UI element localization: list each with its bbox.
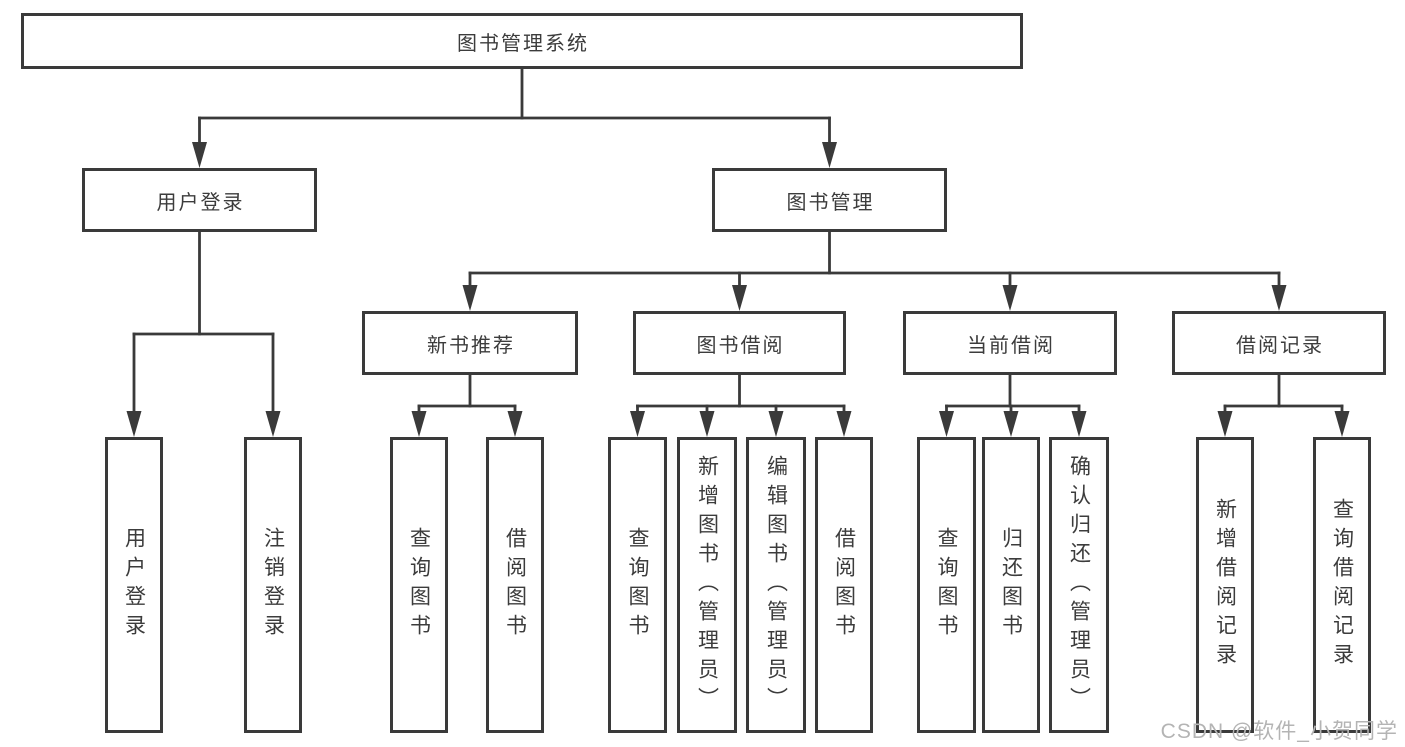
node-label: 图书管理系统 xyxy=(457,32,589,55)
node-label: 查询借阅记录 xyxy=(1330,498,1354,672)
node-leaf-confirm-return: 确认归还（管理员） xyxy=(1049,437,1109,733)
node-leaf-logout: 注销登录 xyxy=(244,437,302,733)
node-label: 借阅记录 xyxy=(1236,334,1324,357)
node-leaf-query-books-1: 查询图书 xyxy=(390,437,448,733)
node-user-login: 用户登录 xyxy=(82,168,317,232)
node-label: 当前借阅 xyxy=(967,334,1055,357)
node-label: 图书借阅 xyxy=(696,334,785,357)
node-leaf-add-borrow-record: 新增借阅记录 xyxy=(1196,437,1254,733)
node-label: 归还图书 xyxy=(999,527,1023,643)
node-borrow-records: 借阅记录 xyxy=(1172,311,1386,375)
node-label: 查询图书 xyxy=(935,527,958,643)
watermark: CSDN @软件_小贺同学 xyxy=(1160,720,1398,743)
node-leaf-return-books: 归还图书 xyxy=(982,437,1040,733)
node-leaf-edit-books: 编辑图书（管理员） xyxy=(746,437,806,733)
node-leaf-query-books-2: 查询图书 xyxy=(608,437,667,733)
node-leaf-add-books: 新增图书（管理员） xyxy=(677,437,737,733)
node-label: 借阅图书 xyxy=(503,527,527,643)
node-label: 用户登录 xyxy=(156,191,245,214)
node-root: 图书管理系统 xyxy=(21,13,1023,69)
node-label: 查询图书 xyxy=(407,527,431,643)
node-label: 借阅图书 xyxy=(832,527,856,643)
node-book-borrow: 图书借阅 xyxy=(633,311,846,375)
node-label: 确认归还（管理员） xyxy=(1067,454,1091,716)
node-new-book-recommend: 新书推荐 xyxy=(362,311,578,375)
node-label: 图书管理 xyxy=(786,191,875,214)
node-current-borrow: 当前借阅 xyxy=(903,311,1117,375)
node-label: 查询图书 xyxy=(626,527,649,643)
node-label: 注销登录 xyxy=(261,527,285,643)
node-label: 新增借阅记录 xyxy=(1213,498,1237,672)
node-label: 新增图书（管理员） xyxy=(695,454,719,716)
node-label: 新书推荐 xyxy=(427,334,515,357)
node-label: 编辑图书（管理员） xyxy=(764,454,788,716)
node-leaf-query-borrow-record: 查询借阅记录 xyxy=(1313,437,1371,733)
node-leaf-borrow-books-2: 借阅图书 xyxy=(815,437,873,733)
node-label: 用户登录 xyxy=(122,527,146,643)
node-book-management: 图书管理 xyxy=(712,168,947,232)
node-leaf-user-login: 用户登录 xyxy=(105,437,163,733)
node-leaf-query-books-3: 查询图书 xyxy=(917,437,976,733)
node-leaf-borrow-books-1: 借阅图书 xyxy=(486,437,544,733)
